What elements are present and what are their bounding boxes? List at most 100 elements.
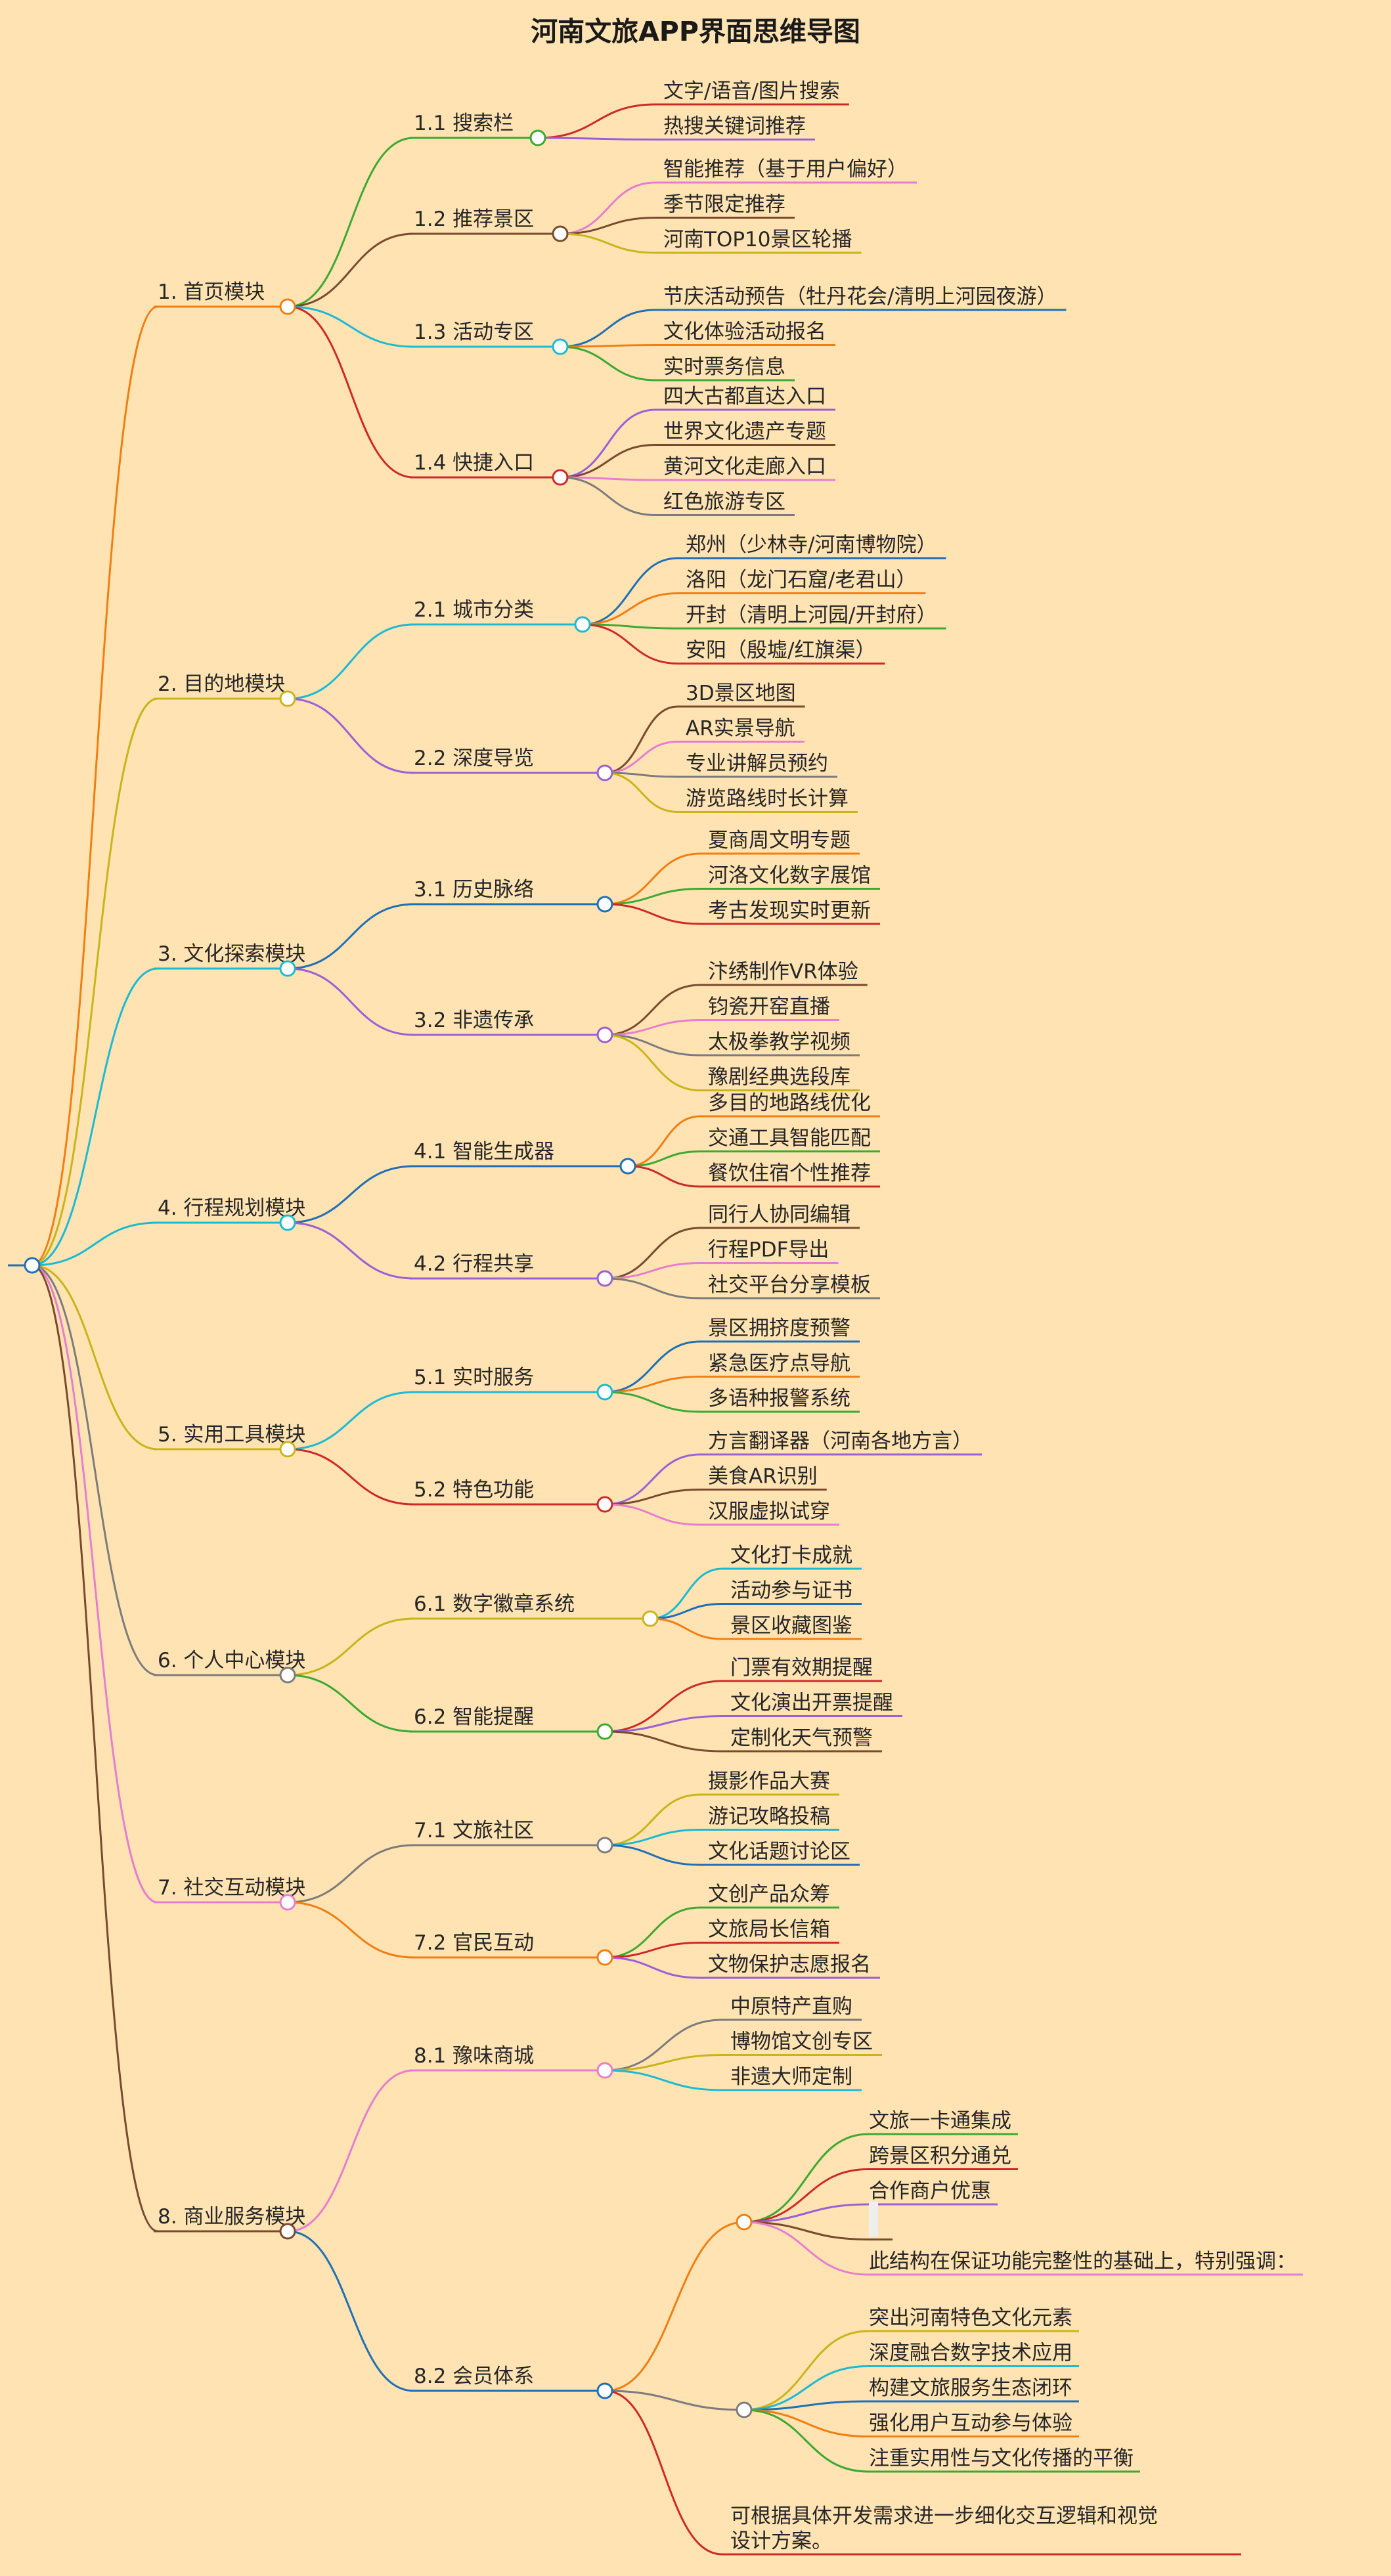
leaf-label: 交通工具智能匹配 [708, 1127, 871, 1150]
sub-branch-connector [287, 305, 414, 348]
submodule-node-dot[interactable] [552, 469, 569, 486]
leaf-connector [604, 741, 678, 774]
leaf-label: 热搜关键词推荐 [663, 115, 806, 139]
module-node-dot[interactable] [279, 690, 296, 707]
leaf-connector [560, 444, 656, 479]
submodule-node-dot[interactable] [596, 1384, 613, 1401]
group-node-dot[interactable] [736, 2401, 753, 2418]
submodule-label: 6.2 智能提醒 [414, 1705, 534, 1729]
submodule-node-dot[interactable] [552, 225, 569, 242]
leaf-label: 注重实用性与文化传播的平衡 [869, 2447, 1134, 2470]
submodule-label: 5.1 实时服务 [414, 1366, 534, 1389]
leaf-connector [604, 888, 701, 906]
submodule-node-dot[interactable] [596, 1496, 613, 1513]
leaf-connector [604, 772, 678, 813]
module-node-dot[interactable] [279, 298, 296, 315]
leaf-connector [560, 476, 656, 481]
submodule-node-dot[interactable] [596, 1837, 613, 1854]
submodule-label: 4.2 行程共享 [414, 1252, 534, 1276]
module-node-dot[interactable] [279, 1667, 296, 1684]
leaf-label: 汉服虚拟试穿 [708, 1500, 830, 1523]
submodule-label: 1.3 活动专区 [414, 320, 534, 344]
submodule-node-dot[interactable] [596, 1723, 613, 1740]
leaf-connector [604, 1277, 701, 1299]
leaf-connector [537, 103, 656, 139]
sub-branch-connector [287, 1901, 414, 1959]
leaf-label: 文物保护志愿报名 [708, 1953, 871, 1976]
leaf-label: 可根据具体开发需求进一步细化交互逻辑和视觉设计方案。 [730, 2504, 1158, 2553]
root-node-dot[interactable] [24, 1257, 41, 1274]
submodule-label: 5.2 特色功能 [414, 1478, 534, 1502]
leaf-label: 中原特产直购 [730, 1995, 852, 2019]
leaf-label: 活动参与证书 [730, 1579, 852, 1603]
leaf-connector [604, 2069, 723, 2091]
leaf-connector [560, 476, 656, 516]
submodule-node-dot[interactable] [529, 129, 546, 146]
module-node-dot[interactable] [279, 1214, 296, 1231]
leaf-connector [604, 1503, 701, 1526]
leaf-connector [604, 1019, 701, 1036]
leaf-label: 开封（清明上河园/开封府） [686, 603, 937, 627]
leaf-connector [582, 623, 678, 665]
group-node-dot[interactable] [736, 2214, 753, 2231]
leaf-connector [582, 592, 678, 626]
module-label: 1. 首页模块 [158, 280, 265, 304]
leaf-connector [743, 2221, 869, 2276]
leaf-label: 跨景区积分通兑 [869, 2145, 1011, 2168]
submodule-node-dot[interactable] [596, 1270, 613, 1287]
leaf-label: 文字/语音/图片搜索 [663, 79, 840, 103]
group-connector [604, 2390, 745, 2411]
submodule-node-dot[interactable] [596, 1949, 613, 1966]
leaf-label: 文旅局长信箱 [708, 1918, 830, 1942]
module-node-dot[interactable] [279, 1894, 296, 1911]
leaf-label: 突出河南特色文化元素 [869, 2306, 1072, 2330]
leaf-label: 河洛文化数字展馆 [708, 864, 871, 888]
submodule-node-dot[interactable] [596, 1026, 613, 1043]
sub-branch-connector [287, 1617, 414, 1676]
leaf-label: 黄河文化走廊入口 [663, 455, 826, 479]
submodule-node-dot[interactable] [619, 1158, 636, 1175]
leaf-label: 钧瓷开窑直播 [708, 995, 830, 1019]
module-label: 4. 行程规划模块 [158, 1196, 305, 1220]
submodule-node-dot[interactable] [642, 1610, 659, 1627]
leaf-connector [604, 1340, 701, 1393]
submodule-node-dot[interactable] [552, 338, 569, 355]
submodule-node-dot[interactable] [596, 2062, 613, 2079]
leaf-label: 世界文化遗产专题 [663, 420, 826, 444]
submodule-node-dot[interactable] [596, 896, 613, 913]
module-node-dot[interactable] [279, 960, 296, 977]
submodule-label: 1.2 推荐景区 [414, 207, 534, 231]
module-node-dot[interactable] [279, 2223, 296, 2240]
leaf-label: 文创产品众筹 [708, 1883, 830, 1906]
leaf-connector [582, 623, 678, 630]
leaf-label: 文化体验活动报名 [663, 320, 826, 344]
leaf-connector [650, 1617, 723, 1640]
branch-connector [32, 1264, 158, 2233]
leaf-connector [582, 557, 678, 626]
leaf-label: 智能推荐（基于用户偏好） [663, 158, 908, 181]
leaf-connector [604, 772, 678, 778]
submodule-node-dot[interactable] [596, 764, 613, 781]
leaf-label: 定制化天气预警 [730, 1726, 873, 1750]
leaf-connector [604, 1262, 701, 1280]
submodule-node-dot[interactable] [574, 616, 591, 633]
sub-branch-connector [287, 697, 414, 774]
sub-branch-connector [287, 1844, 414, 1904]
leaf-connector [627, 1165, 701, 1188]
submodule-node-dot[interactable] [596, 2382, 613, 2399]
branch-connector [32, 1264, 158, 1904]
module-node-dot[interactable] [279, 1441, 296, 1458]
submodule-label: 8.2 会员体系 [414, 2365, 534, 2388]
leaf-label: 景区拥挤度预警 [708, 1317, 850, 1340]
page-title: 河南文旅APP界面思维导图 [531, 16, 860, 47]
leaf-connector [537, 137, 656, 141]
leaf-label: AR实景导航 [686, 717, 795, 741]
leaf-connector [604, 1956, 701, 1979]
leaf-label: 景区收藏图鉴 [730, 1614, 852, 1638]
leaf-connector [743, 2409, 869, 2473]
leaf-label: 游记攻略投稿 [708, 1805, 830, 1829]
module-label: 7. 社交互动模块 [158, 1876, 305, 1900]
leaf-connector [604, 1793, 701, 1846]
leaf-label: 构建文旅服务生态闭环 [869, 2376, 1072, 2400]
